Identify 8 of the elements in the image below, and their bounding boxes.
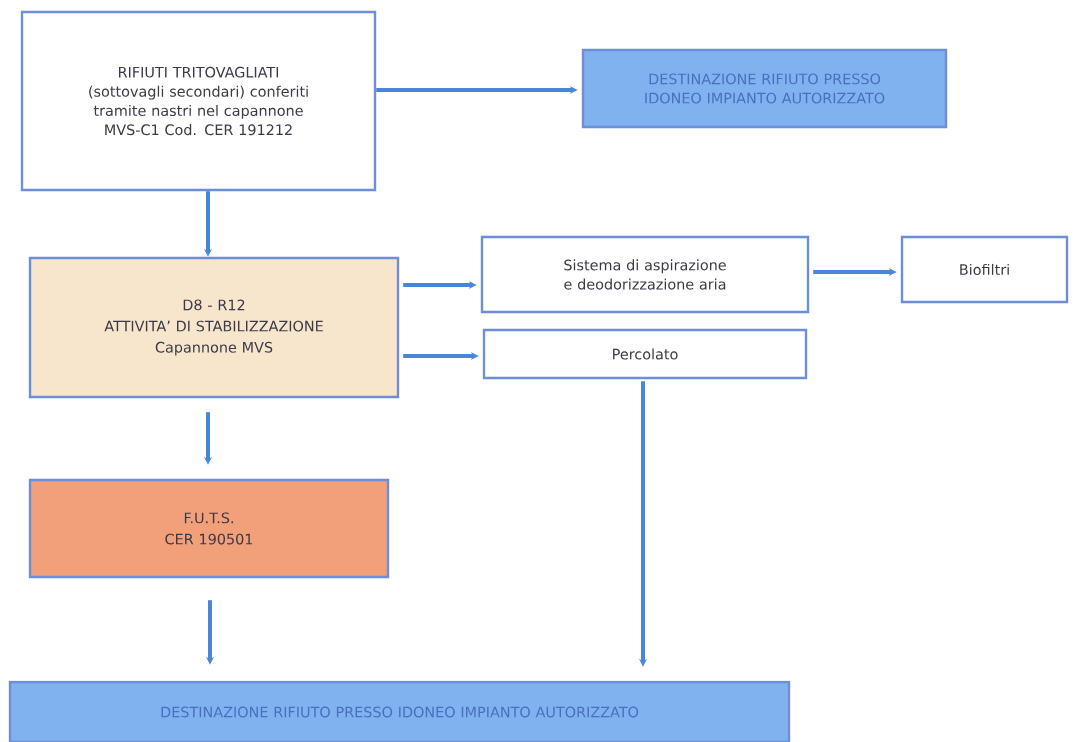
process-box: D8 - R12 ATTIVITA’ DI STABILIZZAZIONE Capannone MVS: [28, 256, 400, 399]
process-box: Biofiltri: [900, 235, 1069, 304]
process-box: Sistema di aspirazione e deodorizzazione aria: [480, 235, 810, 314]
destination-box: DESTINAZIONE RIFIUTO PRESSO IDONEO IMPIANTO AUTORIZZATO: [581, 48, 948, 129]
process-box: F.U.T.S. CER 190501: [28, 478, 390, 579]
process-box: Percolato: [482, 328, 808, 380]
process-box: RIFIUTI TRITOVAGLIATI (sottovagli secondari) conferiti tramite nastri nel capannone MVS-C1 Cod. CER 191212: [20, 10, 377, 192]
destination-box: DESTINAZIONE RIFIUTO PRESSO IDONEO IMPIANTO AUTORIZZATO: [8, 680, 791, 742]
